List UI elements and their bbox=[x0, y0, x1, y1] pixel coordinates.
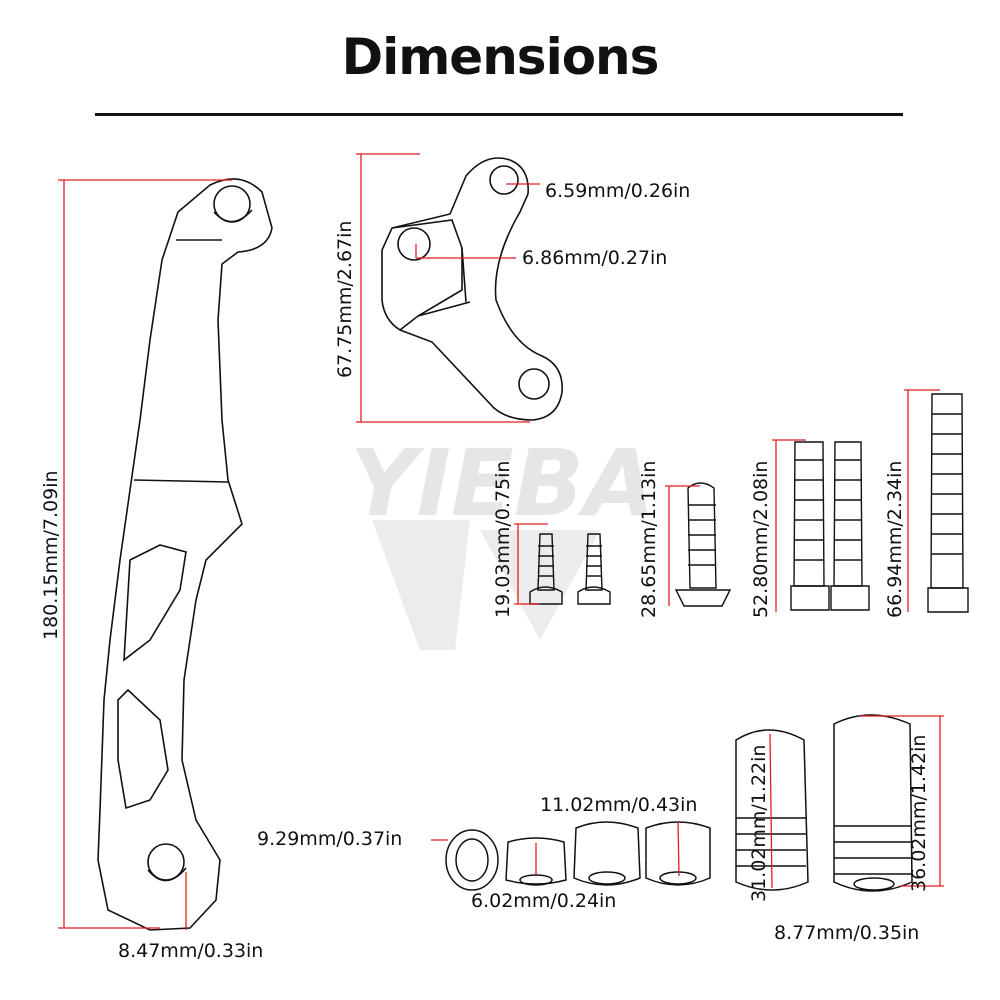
mounting-arm bbox=[97, 178, 273, 931]
button-bolt bbox=[674, 482, 732, 607]
bolt-long-pair-label: 52.80mm/2.08in bbox=[750, 460, 772, 618]
spacer-medium-label: 11.02mm/0.43in bbox=[540, 794, 698, 816]
spacer-tallest-label: 36.02mm/1.42in bbox=[908, 734, 930, 892]
spacer-tall-label: 31.02mm/1.22in bbox=[748, 744, 770, 902]
long-bolts bbox=[790, 393, 969, 613]
bolt-short-label: 19.03mm/0.75in bbox=[492, 460, 514, 618]
short-bolts bbox=[529, 533, 611, 605]
washer-label: 9.29mm/0.37in bbox=[257, 828, 403, 850]
bracket-height-label: 67.75mm/2.67in bbox=[334, 220, 356, 378]
caliper-bracket bbox=[381, 157, 563, 421]
arm-length-label: 180.15mm/7.09in bbox=[40, 470, 62, 640]
spacer-bore-label: 8.77mm/0.35in bbox=[774, 922, 920, 944]
bracket-hole-top-label: 6.59mm/0.26in bbox=[545, 180, 691, 202]
spacer-small-label: 6.02mm/0.24in bbox=[471, 890, 617, 912]
arm-hole-label: 8.47mm/0.33in bbox=[118, 940, 264, 962]
page-title: Dimensions bbox=[341, 28, 660, 86]
bolt-button-label: 28.65mm/1.13in bbox=[638, 460, 660, 618]
watermark-logo: YIEBA bbox=[350, 430, 656, 537]
dimension-lines bbox=[58, 153, 944, 930]
bolt-longest-label: 66.94mm/2.34in bbox=[884, 460, 906, 618]
bracket-hole-mid-label: 6.86mm/0.27in bbox=[522, 247, 668, 269]
title-divider bbox=[95, 113, 903, 116]
